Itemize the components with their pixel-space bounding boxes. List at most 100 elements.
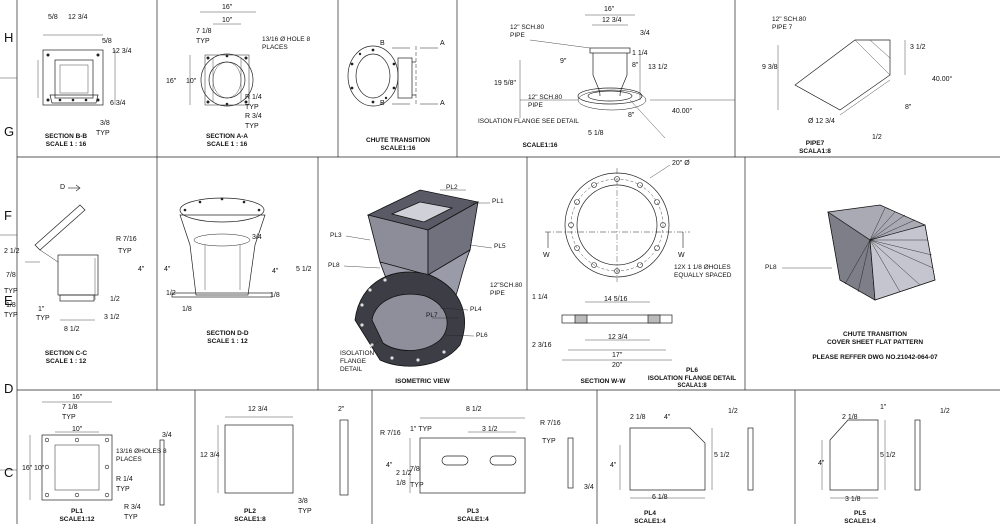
dim: 12 3/4 (68, 14, 88, 21)
dim: 2 1/8 (842, 414, 858, 421)
dim: R 3/4 (124, 504, 141, 511)
dim: 2 1/8 (630, 414, 646, 421)
pl4-title: PL4 (644, 510, 656, 517)
dim: 7/8 (410, 466, 420, 473)
dim: 5 1/8 (588, 130, 604, 137)
dim: 40.00° (672, 108, 693, 115)
dim: 12 3/4 (608, 334, 628, 341)
pl6-section: SECTION W-W (580, 378, 626, 385)
pipe-note: 12" SCH.80 PIPE 7 (772, 16, 807, 31)
pl1-title: PL1 (71, 508, 83, 515)
reference-note: PLEASE REFFER DWG NO.21042-064-07 (812, 354, 938, 361)
chute-transition-scale: SCALE1:16 (380, 145, 416, 152)
dim: 10" (222, 17, 233, 24)
dim: TYP (196, 38, 210, 45)
pipe7-title: PIPE7 (805, 140, 825, 147)
dim: 8" (632, 62, 639, 69)
dim: 12 3/4 (200, 452, 220, 459)
zone-letter-e: E (4, 293, 13, 308)
dim: 6 3/4 (110, 100, 126, 107)
dim: TYP (298, 508, 312, 515)
pl2-title: PL2 (244, 508, 256, 515)
dim: 4" (610, 462, 617, 469)
dim: R 1/4 (116, 476, 133, 483)
dim: 1" TYP (410, 426, 432, 433)
dim: 16" (604, 6, 615, 13)
section-dd-scale: SCALE 1 : 12 (207, 338, 248, 345)
dim: 3 1/2 (104, 314, 120, 321)
dim: 1 1/4 (532, 294, 548, 301)
dim: 16" (72, 394, 83, 401)
chute-transition-title: CHUTE TRANSITION (366, 137, 430, 144)
dim: 3/4 (584, 484, 594, 491)
dim: 40.00° (932, 76, 953, 83)
dim: 3 1/2 (482, 426, 498, 433)
dim: 8 1/2 (64, 326, 80, 333)
dim: TYP (118, 248, 132, 255)
dim: TYP (410, 482, 424, 489)
dim: TYP (96, 130, 110, 137)
zone-letter-h: H (4, 30, 14, 45)
dim: TYP (4, 312, 18, 319)
dim: 2 3/16 (532, 342, 552, 349)
dim: 3/8 (298, 498, 308, 505)
dim: 20" Ø (672, 160, 690, 167)
flat-pattern-subtitle: COVER SHEET FLAT PATTERN (826, 339, 924, 346)
dim: 8" (905, 104, 912, 111)
dim: 8 1/2 (466, 406, 482, 413)
zone-letter-f: F (4, 208, 12, 223)
dim: TYP (36, 315, 50, 322)
dim: 9 3/8 (762, 64, 778, 71)
pl5-scale: SCALE1:4 (844, 518, 876, 525)
section-mark: B (380, 100, 385, 107)
section-dd-title: SECTION D-D (206, 330, 249, 337)
pipe7-scale: SCALA1:8 (799, 148, 831, 155)
part-label: PL2 (446, 184, 458, 191)
dim: 1/2 (872, 134, 882, 141)
dim: 1/2 (728, 408, 738, 415)
pl5-title: PL5 (854, 510, 866, 517)
hole-note: 13/16 Ø HOLE 8 PLACES (262, 36, 311, 51)
dim: 1" (38, 306, 45, 313)
dim: 3 1/8 (845, 496, 861, 503)
dim: 2" (338, 406, 345, 413)
dim: 1" (880, 404, 887, 411)
part-label: PL8 (328, 262, 340, 269)
dim: 3/4 (252, 234, 262, 241)
part-label: PL4 (470, 306, 482, 313)
dim: 4" (386, 462, 393, 469)
section-bb-scale: SCALE 1 : 16 (45, 141, 87, 148)
dim: 1/8 (6, 302, 16, 309)
dim: 17" (612, 352, 623, 359)
dim: 9" (560, 58, 567, 65)
dim: 5 1/2 (714, 452, 730, 459)
dim: R 7/16 (380, 430, 401, 437)
dim: 6 1/8 (652, 494, 668, 501)
dim: 16" (222, 4, 233, 11)
dim: TYP (124, 514, 138, 521)
dim: 14 5/16 (604, 296, 628, 303)
dim: 1/8 (270, 292, 280, 299)
dim: TYP (116, 486, 130, 493)
dim: 5 1/2 (296, 266, 312, 273)
dim: 3/4 (162, 432, 172, 439)
section-mark: A (440, 100, 445, 107)
dim: 1 1/4 (632, 50, 648, 57)
dim: R 1/4 (245, 94, 262, 101)
dim: 7 1/8 (196, 28, 212, 35)
dim: 7/8 (6, 272, 16, 279)
dim: 2 1/2 (4, 248, 20, 255)
dim: 16" (22, 465, 33, 472)
section-bb-title: SECTION B-B (44, 133, 88, 140)
dim: 2 1/2 (396, 470, 412, 477)
pl1-scale: SCALE1:12 (59, 516, 95, 523)
dim: 4" (138, 266, 145, 273)
zone-letter-g: G (4, 124, 15, 139)
dim: 5 1/2 (880, 452, 896, 459)
dim: 13 1/2 (648, 64, 668, 71)
flange-note: ISOLATION FLANGE SEE DETAIL (478, 118, 579, 125)
dim: Ø 12 3/4 (808, 118, 835, 125)
dim: 3 1/2 (910, 44, 926, 51)
